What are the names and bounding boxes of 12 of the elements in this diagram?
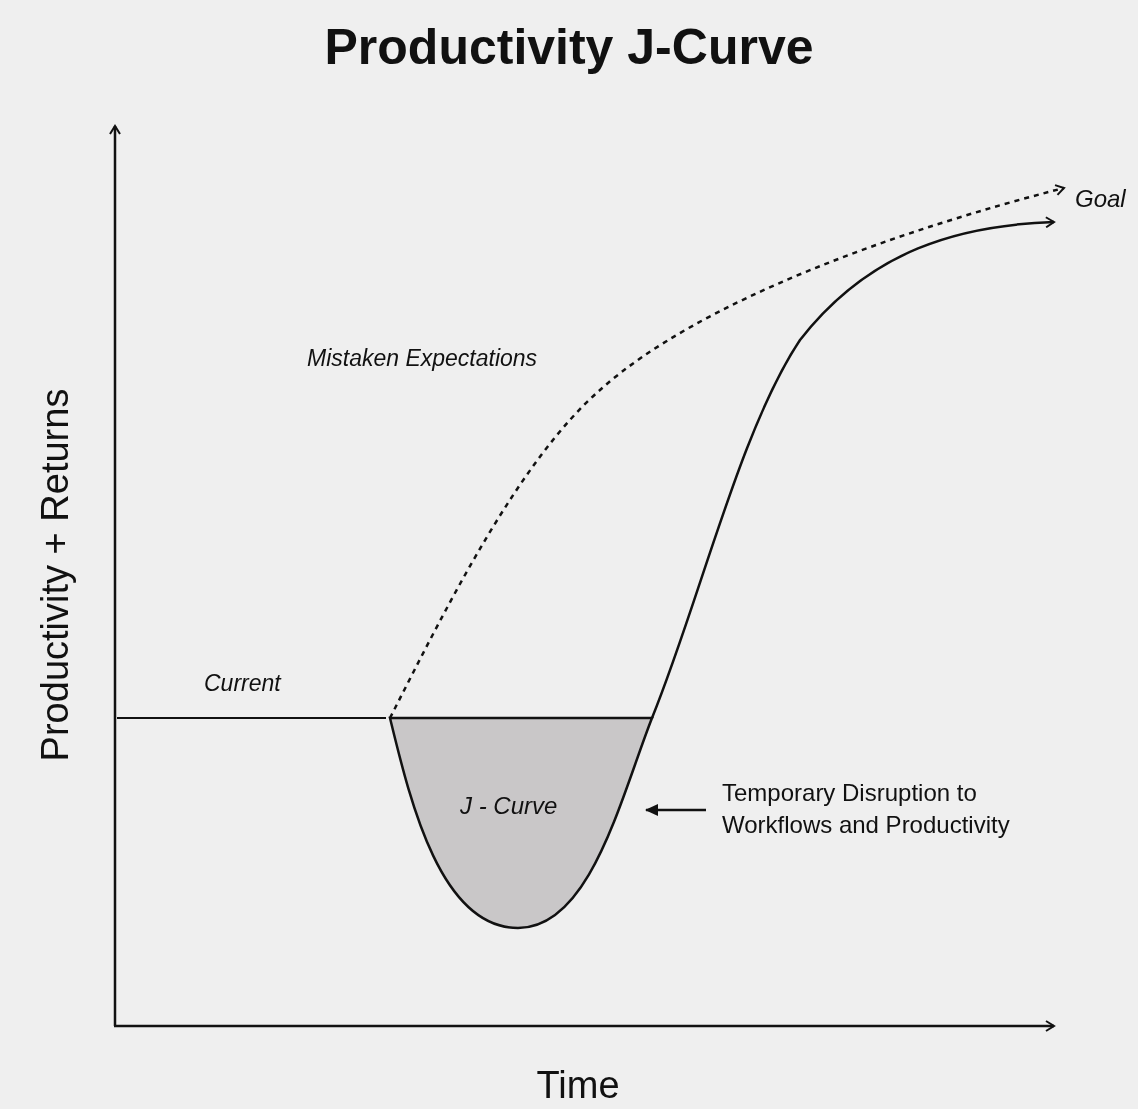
goal-label: Goal: [1075, 184, 1127, 214]
dashed-curve-arrow: [388, 184, 1065, 719]
chart-title: Productivity J-Curve: [324, 19, 814, 75]
axis-title: Productivity + Returns: [33, 388, 77, 762]
shaded-dip-area: [388, 716, 656, 932]
arrow: [645, 804, 706, 816]
axis-title: Time: [536, 1063, 620, 1107]
curve-label: Mistaken Expectations: [307, 345, 538, 372]
baseline-label: Current: [204, 670, 281, 697]
area-label: J - Curve: [460, 792, 558, 820]
annotation-text: Temporary Disruption to Workflows and Productivity: [722, 778, 1011, 841]
curve-arrow: [650, 216, 1055, 719]
